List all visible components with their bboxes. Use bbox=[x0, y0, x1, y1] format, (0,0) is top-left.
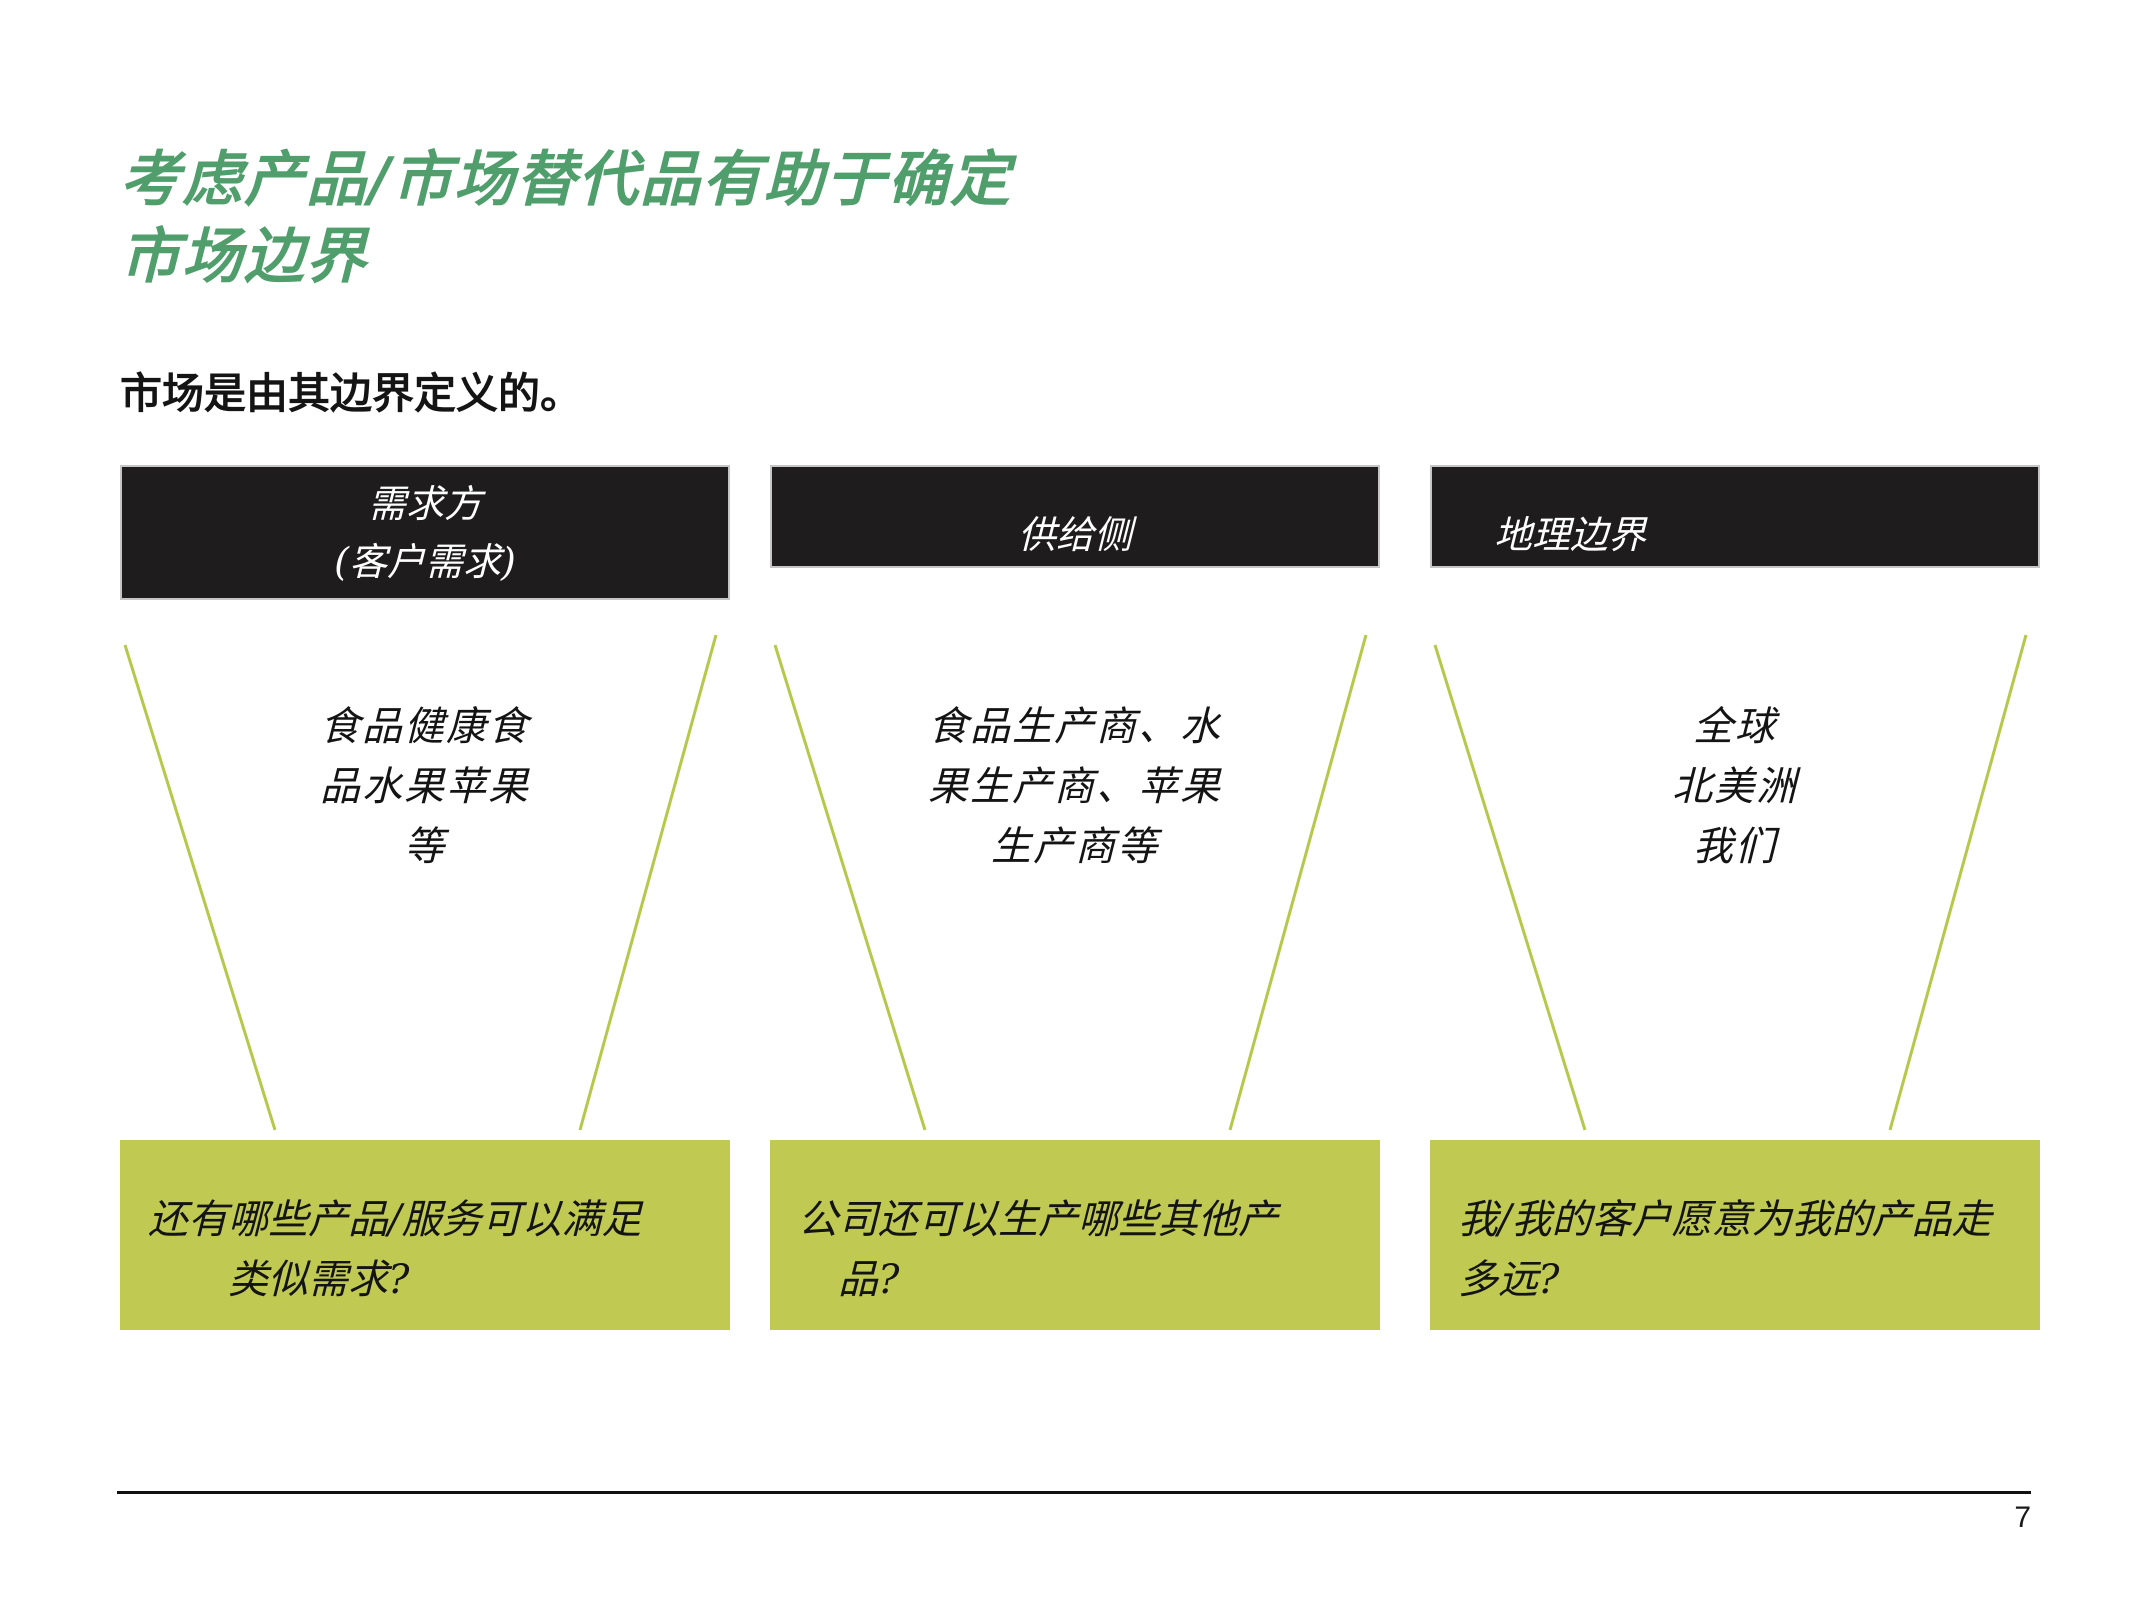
page-number: 7 bbox=[2014, 1501, 2031, 1534]
question-box-demand-side: 还有哪些产品/服务可以满足 类似需求? bbox=[120, 1140, 730, 1330]
funnel-demand-side bbox=[123, 634, 718, 1131]
funnel-left-line bbox=[773, 644, 927, 1131]
slide-subtitle: 市场是由其边界定义的。 bbox=[120, 369, 583, 418]
question-box-supply-side: 公司还可以生产哪些其他产 品? bbox=[770, 1140, 1380, 1330]
footer-divider bbox=[117, 1491, 2031, 1494]
funnel-text-demand-side: 食品健康食 品水果苹果 等 bbox=[320, 704, 530, 870]
funnel-right-line bbox=[1228, 634, 1368, 1131]
column-supply-side: 供给侧 食品生产商、水 果生产商、苹果 生产商等 公司还可以生产哪些其他产 品? bbox=[770, 465, 1380, 1335]
slide-title: 考虑产品/市场替代品有助于确定 市场边界 bbox=[120, 145, 1012, 292]
funnel-geographic-boundary bbox=[1433, 634, 2028, 1131]
column-demand-side: 需求方 (客户需求) 食品健康食 品水果苹果 等 还有哪些产品/服务可以满足 类… bbox=[120, 465, 730, 1335]
header-demand-side: 需求方 (客户需求) bbox=[120, 465, 730, 600]
column-geographic-boundary: 地理边界 全球 北美洲 我们 我/我的客户愿意为我的产品走 多远? bbox=[1430, 465, 2040, 1335]
header-geographic-boundary: 地理边界 bbox=[1430, 465, 2040, 568]
header-supply-side: 供给侧 bbox=[770, 465, 1380, 568]
funnel-supply-side bbox=[773, 634, 1368, 1131]
funnel-text-supply-side: 食品生产商、水 果生产商、苹果 生产商等 bbox=[928, 704, 1222, 870]
funnel-right-line bbox=[1888, 634, 2028, 1131]
funnel-text-geographic-boundary: 全球 北美洲 我们 bbox=[1672, 704, 1798, 870]
funnel-left-line bbox=[123, 644, 277, 1131]
funnel-left-line bbox=[1433, 644, 1587, 1131]
funnel-right-line bbox=[578, 634, 718, 1131]
question-box-geographic-boundary: 我/我的客户愿意为我的产品走 多远? bbox=[1430, 1140, 2040, 1330]
